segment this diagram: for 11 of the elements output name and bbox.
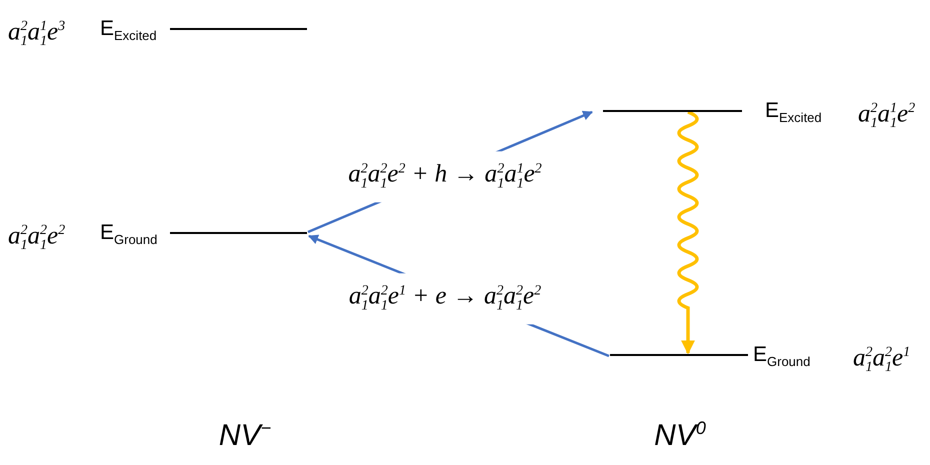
electron-configuration: a$_{1}$$^{2}$a$_{1}$$^{2}$e$^{1}$ (853, 343, 910, 378)
level-label: E$_{Excited}$ (765, 98, 822, 128)
state-label: NV$^{0}$ (654, 418, 706, 453)
state-label: NV$^{−}$ (218, 418, 272, 453)
level-label: E$_{Excited}$ (100, 16, 157, 46)
electron-configuration: a$_{1}$$^{2}$a$_{1}$$^{2}$e$^{2}$ (8, 221, 66, 256)
electron-configuration: a$_{1}$$^{2}$a$_{1}$$^{1}$e$^{3}$ (8, 17, 66, 52)
wavy-arrow (678, 110, 698, 354)
electron-configuration: a$_{1}$$^{2}$a$_{1}$$^{1}$e$^{2}$ (858, 99, 916, 134)
level-label: E$_{Ground}$ (100, 220, 158, 250)
level-label: E$_{Ground}$ (753, 342, 810, 372)
